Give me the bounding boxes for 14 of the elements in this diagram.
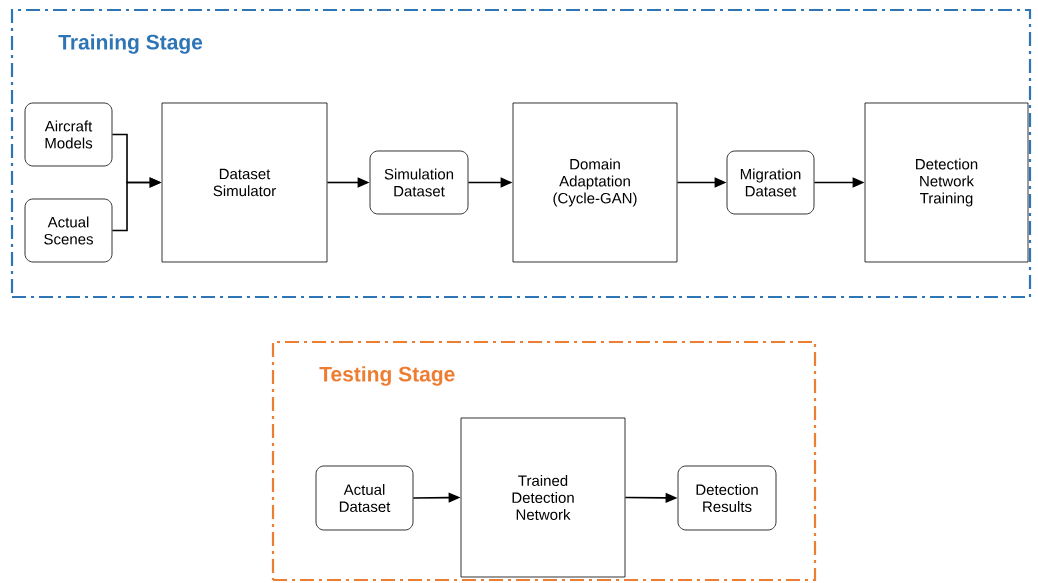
rounded-box: Migration Dataset	[726, 150, 815, 215]
process-box: Dataset Simulator	[161, 102, 328, 263]
process-box: Trained Detection Network	[460, 417, 626, 578]
rounded-box: Actual Dataset	[315, 465, 414, 531]
rounded-box: Simulation Dataset	[369, 150, 469, 215]
process-box: Detection Network Training	[864, 102, 1029, 263]
rounded-box: Actual Scenes	[24, 198, 113, 263]
process-box: Domain Adaptation (Cycle-GAN)	[512, 102, 678, 263]
stage-heading: Testing Stage	[319, 366, 455, 386]
stage-heading: Training Stage	[58, 34, 203, 54]
rounded-box: Detection Results	[677, 465, 777, 531]
stage-frame	[10, 8, 1032, 299]
rounded-box: Aircraft Models	[24, 102, 113, 167]
stage-frame	[271, 340, 817, 582]
